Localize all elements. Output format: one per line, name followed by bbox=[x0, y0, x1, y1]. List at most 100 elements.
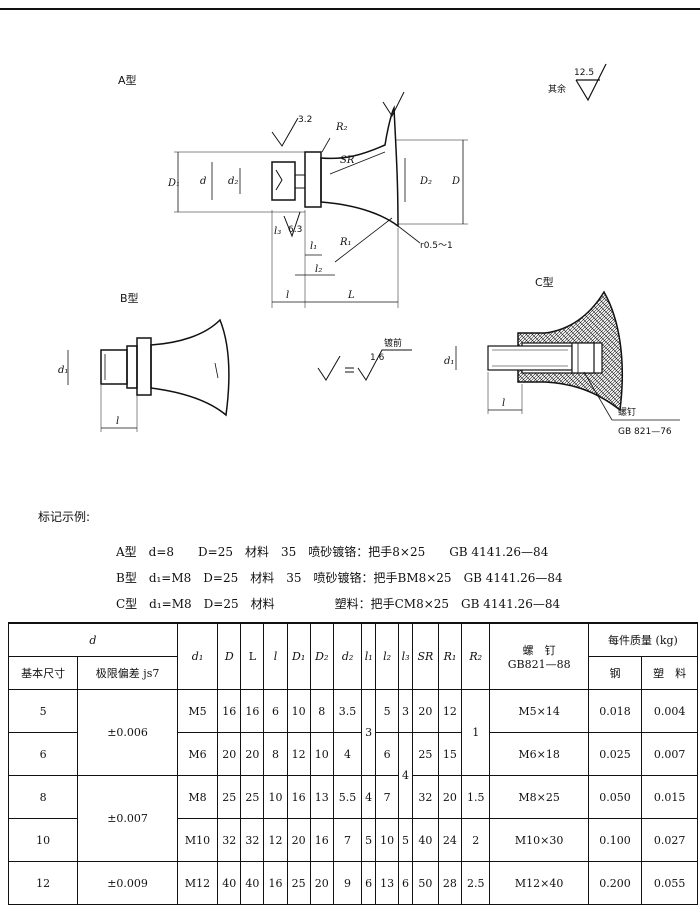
cell-steel: 0.050 bbox=[587, 775, 643, 819]
th-l2: l₂ bbox=[375, 622, 400, 690]
cell-l3: 5 bbox=[398, 818, 413, 862]
th-screw-label: 螺 钉 bbox=[522, 644, 556, 657]
cell-D1: 25 bbox=[286, 861, 311, 905]
label-type-b: B型 bbox=[120, 291, 139, 305]
cell-R1: 12 bbox=[437, 689, 462, 733]
dim-b-l: l bbox=[116, 416, 119, 427]
roughness-3-2-icon bbox=[271, 117, 299, 147]
th-d1: d₁ bbox=[176, 622, 219, 690]
th-R1: R₁ bbox=[437, 622, 462, 690]
cell-d: 8 bbox=[7, 775, 79, 819]
cell-d2: 4 bbox=[332, 732, 363, 776]
cell-R1: 28 bbox=[437, 861, 462, 905]
cell-D: 25 bbox=[217, 775, 242, 819]
th-screw: 螺 钉 GB821—88 bbox=[489, 622, 589, 690]
th-l1: l₁ bbox=[361, 622, 377, 690]
cell-l: 12 bbox=[263, 818, 288, 862]
screw-label: 螺钉 bbox=[618, 407, 636, 418]
cell-screw: M12×40 bbox=[489, 861, 589, 905]
roughness-3-2: 3.2 bbox=[298, 115, 312, 125]
cell-l2: 13 bbox=[375, 861, 400, 905]
th-d2: d₂ bbox=[332, 622, 363, 690]
cell-l3: 4 bbox=[398, 732, 413, 819]
th-basic-size: 基本尺寸 bbox=[7, 656, 79, 690]
cell-D1: 10 bbox=[286, 689, 311, 733]
cell-l2: 5 bbox=[375, 689, 400, 733]
cell-screw: M5×14 bbox=[489, 689, 589, 733]
handle-type-a bbox=[271, 105, 399, 228]
spec-table: d d₁ D L l D₁ D₂ d₂ l₁ l₂ l₃ SR R₁ R₂ 螺 … bbox=[7, 622, 699, 905]
cell-D: 16 bbox=[217, 689, 242, 733]
cell-D: 40 bbox=[217, 861, 242, 905]
cell-L: 40 bbox=[240, 861, 265, 905]
cell-d1: M10 bbox=[176, 818, 219, 862]
dim-l1: l₁ bbox=[310, 241, 317, 252]
th-tolerance: 极限偏差 js7 bbox=[77, 656, 178, 690]
cell-R2: 1.5 bbox=[460, 775, 491, 819]
cell-L: 32 bbox=[240, 818, 265, 862]
cell-D: 32 bbox=[217, 818, 242, 862]
cell-l2: 7 bbox=[375, 775, 400, 819]
cell-d2: 5.5 bbox=[332, 775, 363, 819]
dim-l2: l₂ bbox=[315, 264, 322, 275]
technical-drawing: A型 其余 12.5 3.2 R₂ SR D₁ d d₂ D₂ D R₁ r0.… bbox=[58, 63, 680, 437]
th-steel: 钢 bbox=[587, 656, 643, 690]
cell-steel: 0.100 bbox=[587, 818, 643, 862]
cell-screw: M10×30 bbox=[489, 818, 589, 862]
dim-c-d1: d₁ bbox=[444, 356, 454, 367]
cell-L: 25 bbox=[240, 775, 265, 819]
dim-R1: R₁ bbox=[339, 237, 352, 248]
dim-SR: SR bbox=[340, 155, 355, 166]
table-row: 10 M10 32 32 12 20 16 7 5 10 5 40 24 2 M… bbox=[7, 818, 698, 862]
cell-d: 5 bbox=[7, 689, 79, 733]
cell-D1: 16 bbox=[286, 775, 311, 819]
cell-L: 16 bbox=[240, 689, 265, 733]
cell-l1: 3 bbox=[361, 689, 377, 776]
cell-d1: M12 bbox=[176, 861, 219, 905]
marking-line-a: A型 d=8 D=25 材料 35 喷砂镀铬：把手8×25 GB 4141.26… bbox=[116, 545, 549, 559]
handle-type-b bbox=[100, 318, 230, 417]
cell-l: 8 bbox=[263, 732, 288, 776]
cell-SR: 20 bbox=[411, 689, 439, 733]
other-text: 其余 bbox=[548, 83, 566, 95]
dim-L: L bbox=[347, 290, 355, 301]
cell-d1: M6 bbox=[176, 732, 219, 776]
cell-D1: 12 bbox=[286, 732, 311, 776]
th-screw-standard: GB821—88 bbox=[507, 658, 571, 671]
cell-SR: 32 bbox=[411, 775, 439, 819]
cell-plastic: 0.004 bbox=[641, 689, 698, 733]
roughness-top-icon bbox=[382, 91, 405, 118]
cell-tolerance: ±0.009 bbox=[77, 861, 178, 905]
cell-R1: 15 bbox=[437, 732, 462, 776]
table-row: 8 ±0.007 M8 25 25 10 16 13 5.5 4 7 32 20… bbox=[7, 775, 698, 862]
equiv-roughness-value: 1.6 bbox=[370, 353, 385, 363]
label-type-a: A型 bbox=[118, 73, 137, 87]
top-rule bbox=[0, 8, 700, 10]
cell-d1: M8 bbox=[176, 775, 219, 819]
th-mass: 每件质量 (kg) bbox=[587, 622, 699, 657]
cell-plastic: 0.007 bbox=[641, 732, 698, 776]
dim-l: l bbox=[286, 290, 289, 301]
cell-l: 10 bbox=[263, 775, 288, 819]
cell-screw: M8×25 bbox=[489, 775, 589, 819]
cell-steel: 0.025 bbox=[587, 732, 643, 776]
dim-d: d bbox=[200, 176, 206, 187]
cell-D2: 16 bbox=[309, 818, 334, 862]
th-D2: D₂ bbox=[309, 622, 334, 690]
cell-R1: 20 bbox=[437, 775, 462, 819]
th-D: D bbox=[217, 622, 242, 690]
cell-d: 10 bbox=[7, 818, 79, 862]
cell-l2: 10 bbox=[375, 818, 400, 862]
cell-D2: 10 bbox=[309, 732, 334, 776]
table-row: 12 ±0.009 M12 40 40 16 25 20 9 6 13 6 50… bbox=[7, 861, 698, 905]
cell-steel: 0.200 bbox=[587, 861, 643, 905]
cell-d2: 9 bbox=[332, 861, 363, 905]
cell-d2: 3.5 bbox=[332, 689, 363, 733]
th-D1: D₁ bbox=[286, 622, 311, 690]
cell-l3: 3 bbox=[398, 689, 413, 733]
dim-R2: R₂ bbox=[335, 122, 348, 133]
cell-R2: 2 bbox=[460, 818, 491, 862]
handle-type-c bbox=[487, 290, 624, 412]
th-L: L bbox=[240, 622, 265, 690]
dim-D2: D₂ bbox=[419, 176, 432, 187]
